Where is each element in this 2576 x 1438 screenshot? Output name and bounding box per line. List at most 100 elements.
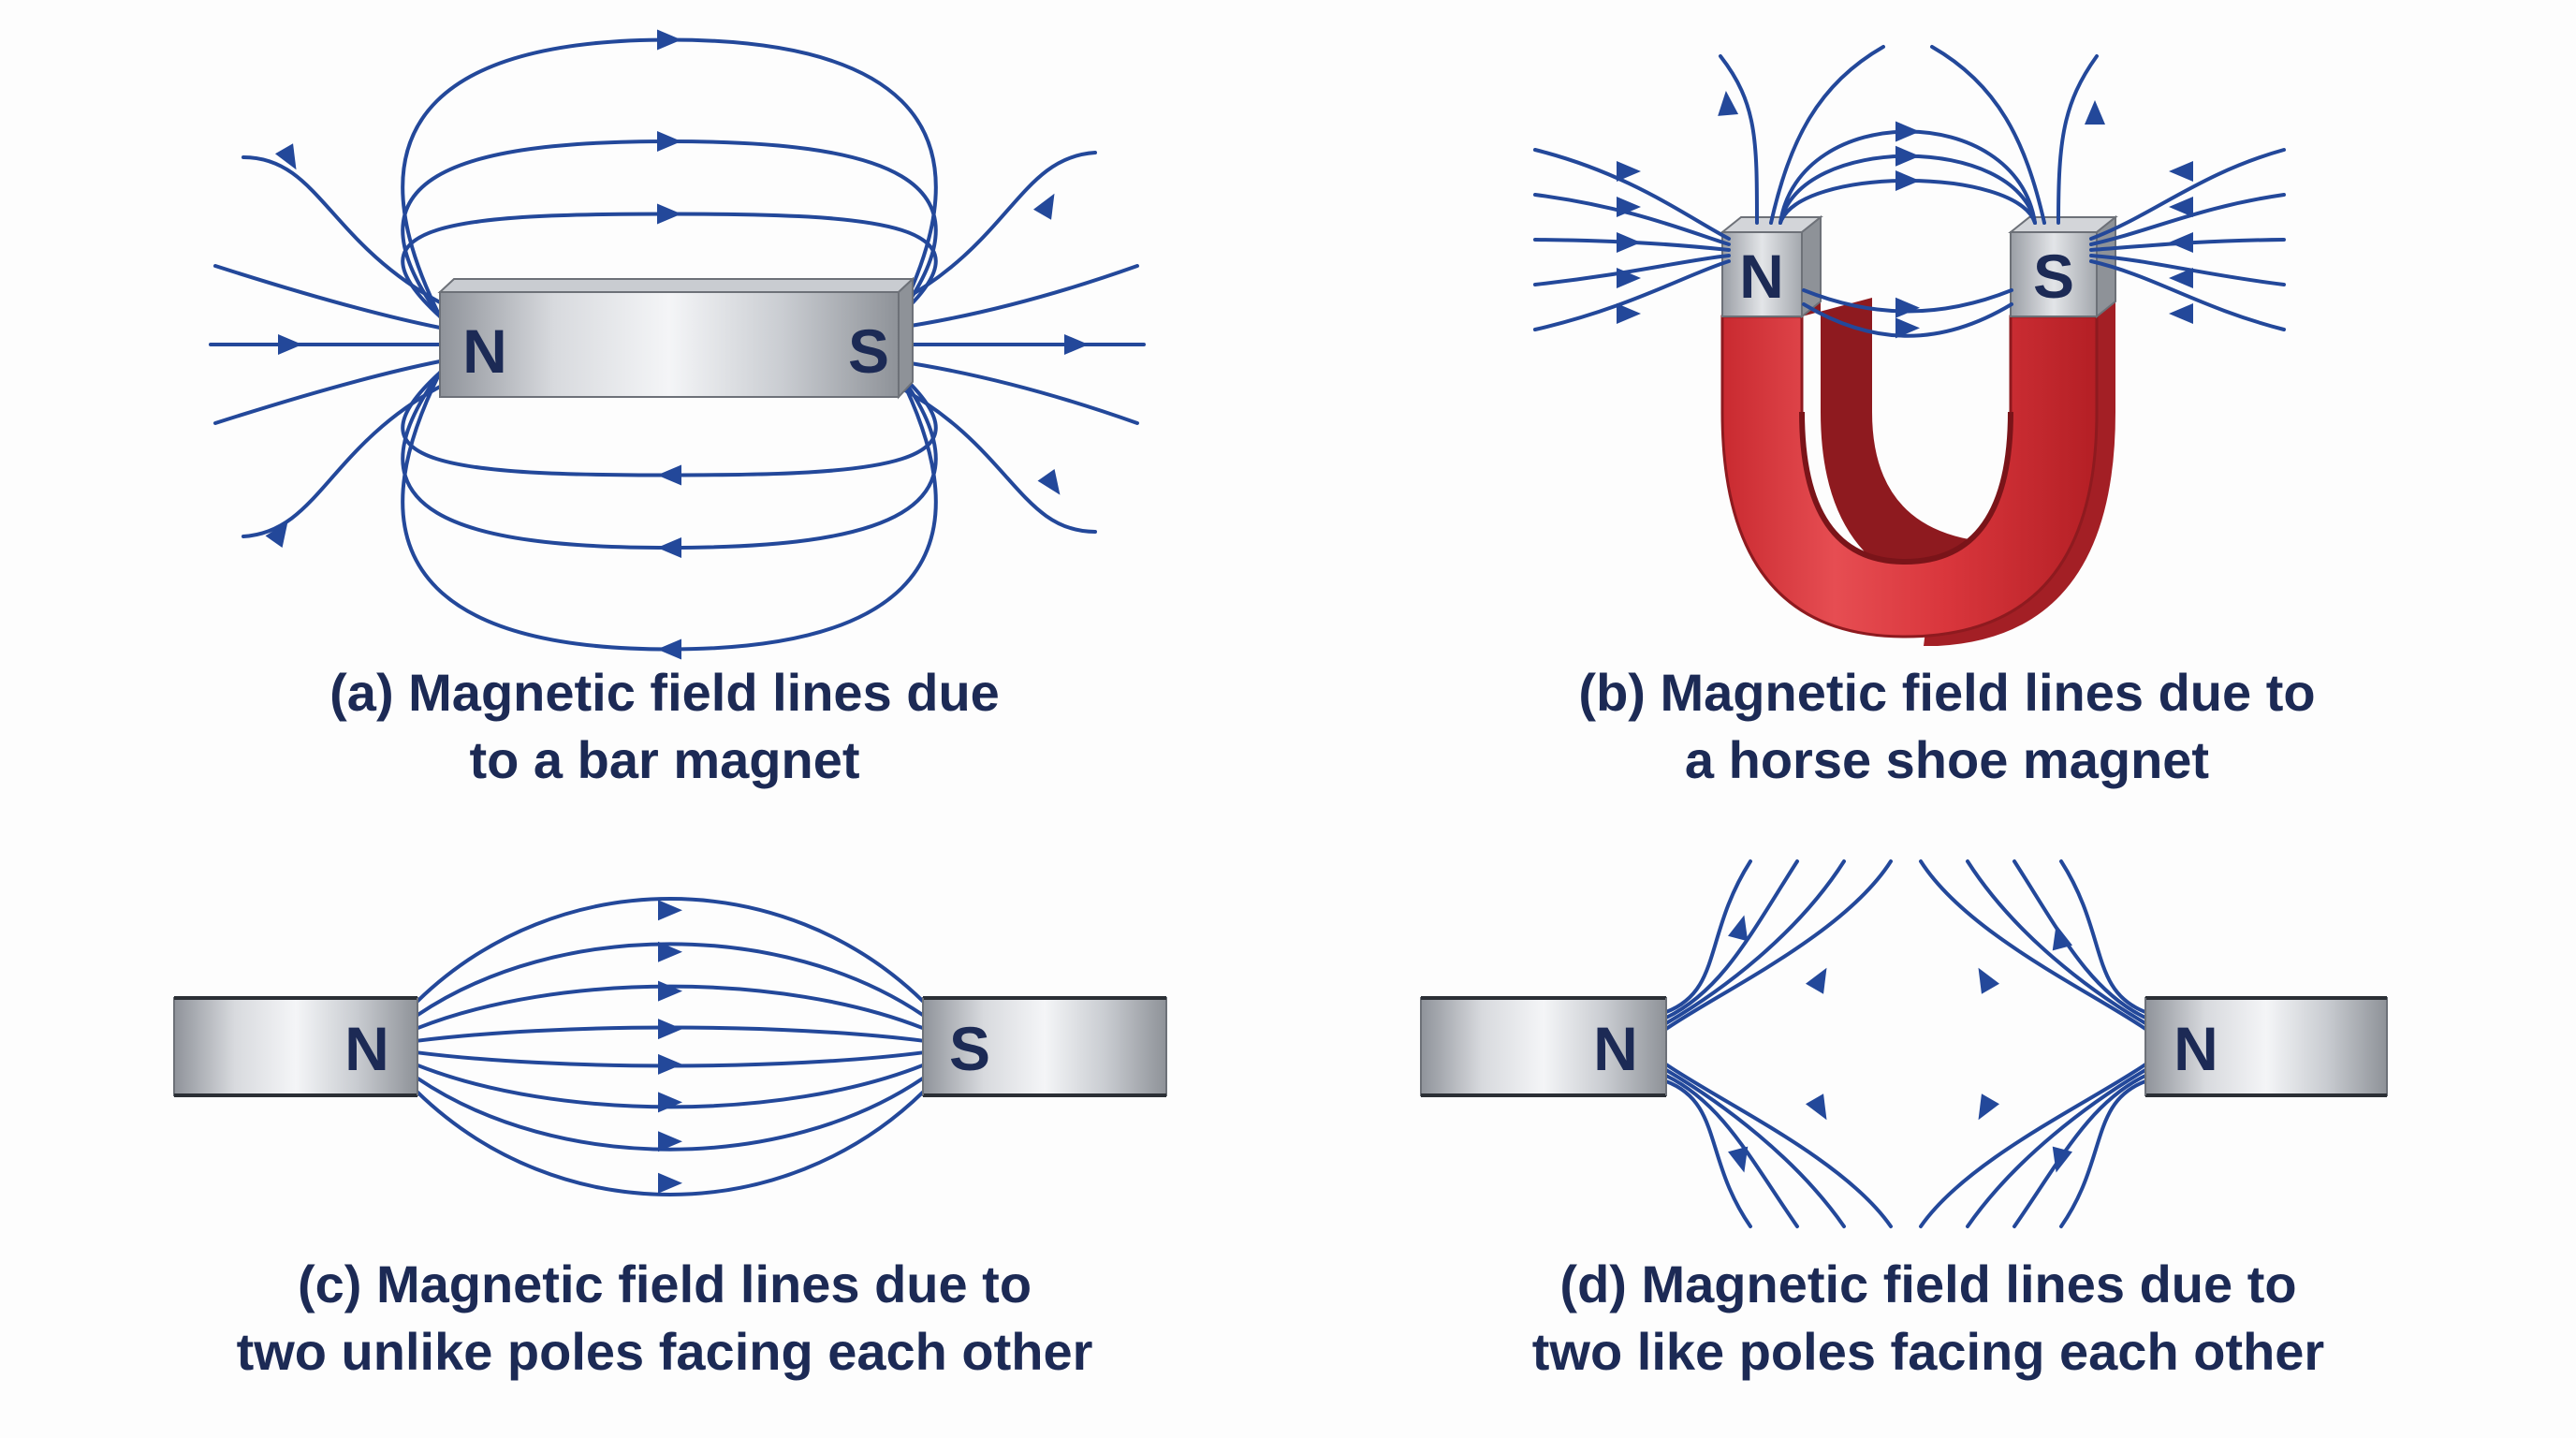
caption-a: (a) Magnetic field lines due to a bar ma… [159,659,1170,794]
caption-line: two unlike poles facing each other [236,1322,1093,1381]
field-arrow [2169,197,2193,217]
field-line [1664,859,1846,1025]
caption-line: (c) Magnetic field lines due to [297,1255,1032,1313]
field-line [213,264,442,330]
field-arrow [658,980,682,1002]
south-pole-label: S [949,1014,990,1083]
field-arrow [1728,1146,1749,1173]
panel-unlike-poles: N S [173,897,1167,1196]
field-line [897,264,1139,330]
field-arrow [1617,303,1641,324]
field-line [1664,859,1799,1020]
field-arrow [1617,197,1641,217]
field-line [2012,1074,2147,1228]
field-line [897,151,1097,304]
caption-line: (b) Magnetic field lines due to [1578,663,2316,722]
caption-c: (c) Magnetic field lines due to two unli… [112,1251,1217,1386]
field-arrow [1718,91,1739,116]
field-arrow [1805,1093,1827,1121]
field-arrow [2052,1146,2072,1173]
field-line [1919,1063,2147,1228]
left-magnet: N [1420,996,1667,1097]
field-arrow [1978,967,2000,994]
field-lines-horseshoe-magnet [1533,45,2286,339]
field-line [1802,302,2013,338]
north-pole-label: N [2174,1014,2218,1083]
field-arrow [657,464,681,486]
left-magnet: N [173,996,418,1097]
field-line [416,1076,925,1152]
field-arrow [1617,232,1641,253]
field-arrow [2169,303,2193,324]
field-arrow [657,638,681,660]
field-lines-bar-magnet [209,29,1146,660]
caption-line: two like poles facing each other [1531,1322,2325,1381]
field-arrow [2169,268,2193,288]
field-arrow [658,1172,682,1194]
panel-like-poles: N N [1420,859,2388,1228]
field-line [2089,259,2286,331]
bar-magnet: N S [437,276,915,400]
field-arrow [1895,121,1920,142]
field-line [2059,859,2147,1014]
field-line [416,1090,925,1196]
field-arrow [658,900,682,921]
field-line [2089,254,2286,286]
field-line [1919,859,2147,1031]
field-arrow [658,941,682,962]
north-pole-label: N [462,316,507,386]
south-pole-label: S [848,316,889,386]
field-line [1533,238,1731,252]
field-line [1664,859,1893,1031]
panel-horseshoe-magnet: N S [1533,45,2286,646]
field-line [1664,1063,1893,1228]
field-arrow [274,143,297,170]
south-pole-label: S [2033,242,2074,311]
field-arrow [1805,967,1827,994]
field-arrow [2052,924,2072,951]
north-pole-label: N [1593,1014,1638,1083]
field-line [416,942,925,1018]
field-line [2089,148,2286,241]
field-line [2089,193,2286,246]
field-line [213,360,442,425]
right-magnet: N [2144,996,2388,1097]
field-line [1664,859,1752,1014]
field-arrow [658,1019,682,1040]
north-pole-label: N [344,1014,389,1083]
field-arrow [1895,145,1920,167]
right-magnet: S [922,996,1167,1097]
field-line [1533,193,1731,246]
field-line [242,155,442,304]
caption-d: (d) Magnetic field lines due to two like… [1367,1251,2490,1386]
field-line [2059,1079,2147,1228]
field-line [2056,54,2099,225]
panel-bar-magnet: N S [209,29,1146,660]
field-arrow [657,203,681,225]
field-line [1966,859,2147,1025]
field-arrow [1895,170,1920,191]
field-arrow [2085,100,2105,125]
caption-line: (d) Magnetic field lines due to [1559,1255,2297,1313]
field-line [1664,1074,1799,1228]
field-line [1664,1079,1752,1228]
caption-line: a horse shoe magnet [1684,730,2210,789]
field-line [897,385,1097,534]
field-arrow [1064,334,1089,355]
field-arrow [1895,297,1920,318]
field-line [1533,259,1731,331]
caption-b: (b) Magnetic field lines due to a horse … [1395,659,2499,794]
field-arrow [658,1053,682,1075]
field-line [897,360,1139,425]
field-arrow [1978,1093,2000,1121]
field-line [1533,148,1731,241]
field-arrow [1728,915,1749,942]
north-pole-label: N [1739,242,1784,311]
field-arrow [1617,268,1641,288]
field-line [401,371,938,550]
field-arrow [657,537,681,558]
field-line [1778,154,2037,225]
field-line [1533,254,1731,286]
field-arrow [1617,161,1641,182]
